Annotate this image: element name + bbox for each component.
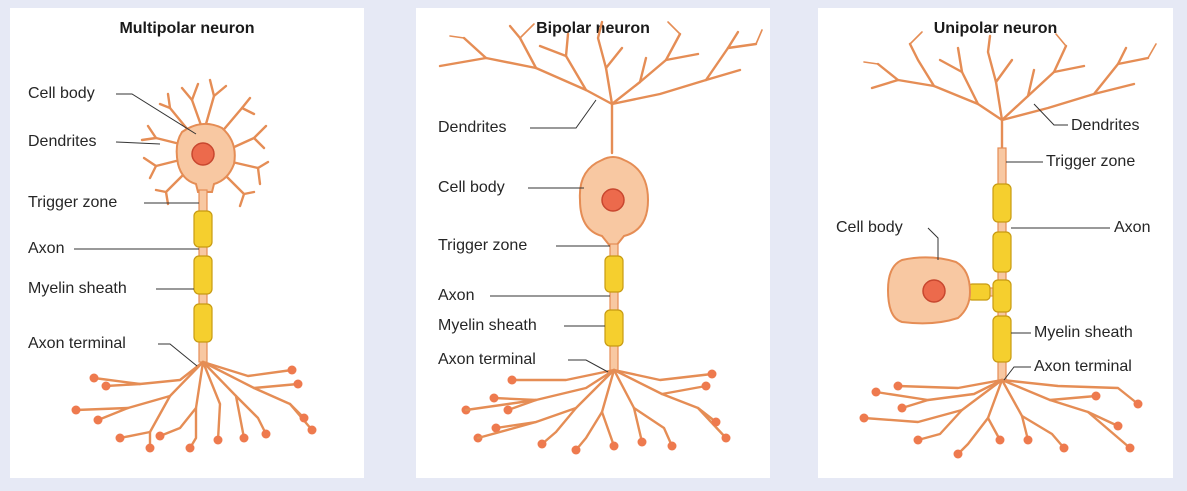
unipolar-title: Unipolar neuron — [933, 20, 1058, 37]
multipolar-label-myelin-sheath: Myelin sheath — [28, 280, 127, 297]
multipolar-title: Multipolar neuron — [119, 20, 255, 37]
bipolar-neuron-panel: Bipolar neuron — [416, 8, 770, 478]
bipolar-label-cell-body: Cell body — [438, 179, 505, 196]
multipolar-label-cell-body: Cell body — [28, 85, 95, 102]
unipolar-leader-lines — [927, 103, 1110, 381]
multipolar-neuron-panel: Multipolar neuron — [10, 8, 364, 478]
unipolar-neuron-drawing — [859, 31, 1157, 459]
unipolar-label-axon-terminal: Axon terminal — [1034, 358, 1132, 375]
unipolar-axon-terminal — [859, 378, 1143, 459]
multipolar-label-axon-terminal: Axon terminal — [28, 335, 126, 352]
multipolar-label-trigger-zone: Trigger zone — [28, 194, 118, 211]
bipolar-label-trigger-zone: Trigger zone — [438, 237, 528, 254]
multipolar-label-axon: Axon — [28, 240, 65, 257]
multipolar-leader-lines — [74, 93, 199, 367]
multipolar-nucleus — [191, 142, 215, 166]
unipolar-dendrites — [863, 31, 1157, 158]
multipolar-label-dendrites: Dendrites — [28, 133, 97, 150]
multipolar-dendrites — [140, 78, 270, 208]
bipolar-label-axon-terminal: Axon terminal — [438, 351, 536, 368]
unipolar-label-axon: Axon — [1114, 219, 1151, 236]
bipolar-myelin-sheath — [604, 255, 624, 347]
unipolar-nucleus — [922, 279, 946, 303]
unipolar-label-trigger-zone: Trigger zone — [1046, 153, 1136, 170]
unipolar-label-cell-body: Cell body — [836, 219, 903, 236]
unipolar-myelin-sheath — [967, 183, 1012, 363]
bipolar-label-myelin-sheath: Myelin sheath — [438, 317, 537, 334]
multipolar-neuron-drawing — [71, 78, 317, 453]
bipolar-dendrites — [438, 20, 763, 155]
bipolar-neuron-drawing — [438, 20, 763, 455]
bipolar-label-dendrites: Dendrites — [438, 119, 507, 136]
bipolar-leader-lines — [490, 99, 610, 373]
bipolar-label-axon: Axon — [438, 287, 475, 304]
unipolar-neuron-panel: Unipolar neuron — [818, 8, 1173, 478]
unipolar-label-myelin-sheath: Myelin sheath — [1034, 324, 1133, 341]
bipolar-axon-terminal — [461, 368, 731, 455]
unipolar-label-dendrites: Dendrites — [1071, 117, 1140, 134]
bipolar-nucleus — [601, 188, 625, 212]
multipolar-myelin-sheath — [193, 210, 213, 343]
multipolar-axon-terminal — [71, 360, 317, 453]
bipolar-title: Bipolar neuron — [536, 20, 650, 37]
